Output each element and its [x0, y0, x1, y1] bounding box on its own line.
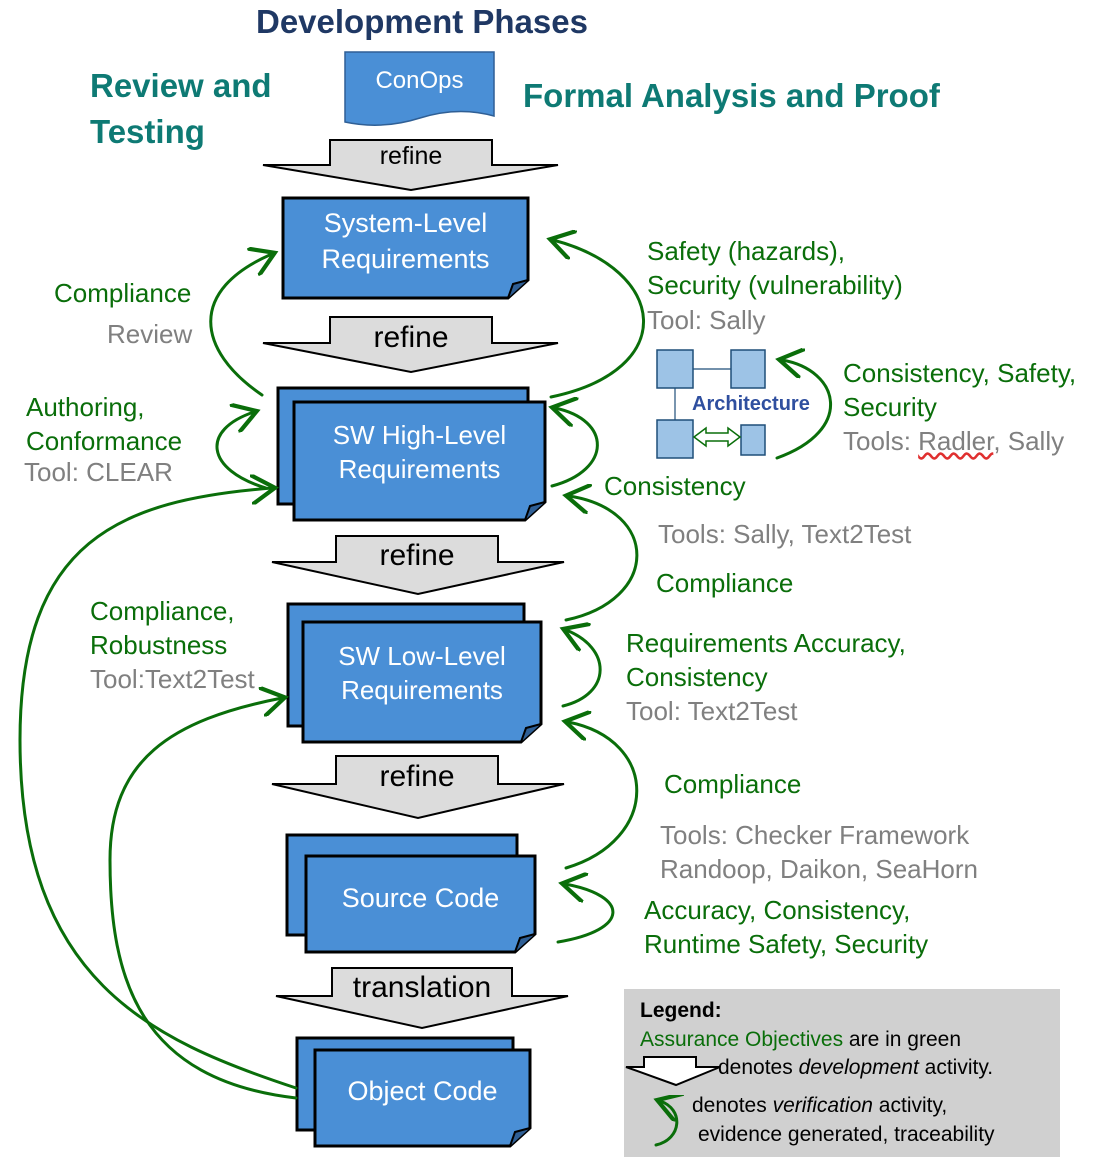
architecture-objective-2: Security: [843, 392, 937, 422]
accuracy-llr-objective-2: Consistency: [626, 662, 768, 692]
translation-arrow: [275, 967, 569, 1030]
architecture-objective-1: Consistency, Safety,: [843, 358, 1077, 388]
radler-tool-name: Radler: [918, 426, 994, 456]
architecture-label: Architecture: [692, 393, 810, 415]
legend-development-arrow-icon: [625, 1056, 721, 1087]
architecture-tool: Tools: Radler, Sally: [843, 424, 1064, 458]
architecture-tool-prefix: Tools:: [843, 426, 919, 456]
legend-line-verification: denotes verification activity,: [692, 1093, 947, 1119]
accuracy-llr-objective-1: Requirements Accuracy,: [626, 628, 906, 658]
robustness-objective-1: Compliance,: [90, 596, 235, 626]
refine-arrow-3: [271, 535, 565, 596]
authoring-arrow: [215, 412, 268, 490]
legend-ver-pre: denotes: [692, 1094, 773, 1117]
legend-ver-post: activity,: [872, 1094, 948, 1117]
consistency-hlr-arrow: [552, 408, 599, 488]
legend-line-evidence: evidence generated, traceability: [698, 1123, 995, 1146]
architecture-tool-rest: , Sally: [993, 426, 1065, 456]
compliance-hlr-arrow: [566, 496, 639, 622]
legend-objectives-rest: are in green: [843, 1028, 962, 1051]
left-header-line2: Testing: [90, 113, 205, 150]
right-header: Formal Analysis and Proof: [523, 77, 940, 114]
authoring-objective-2: Conformance: [26, 426, 183, 456]
legend-dev-pre: denotes: [718, 1056, 799, 1079]
hlr-label-1: SW High-Level: [332, 420, 507, 450]
consistency-hlr-objective: Consistency: [604, 471, 746, 501]
system-requirements-label-1: System-Level: [323, 208, 488, 238]
refine-label-1: refine: [379, 142, 443, 170]
compliance-review-objective: Compliance: [54, 278, 192, 308]
translation-label: translation: [352, 971, 492, 1004]
compliance-hlr-tool: Tools: Sally, Text2Test: [658, 519, 912, 549]
refine-label-2: refine: [373, 321, 449, 354]
system-requirements-label-2: Requirements: [321, 244, 490, 274]
legend-verification-arrow-icon: [646, 1095, 696, 1147]
hlr-box: [276, 386, 547, 522]
source-verification-objective-1: Accuracy, Consistency,: [644, 895, 911, 925]
compliance-llr-tool-1: Tools: Checker Framework: [660, 820, 970, 850]
compliance-review-arrow: [209, 254, 272, 397]
llr-label-2: Requirements: [341, 675, 503, 705]
legend-box: Legend: Assurance Objectives are in gree…: [624, 989, 1060, 1157]
compliance-hlr-objective: Compliance: [656, 568, 794, 598]
accuracy-llr-arrow: [563, 630, 602, 708]
source-code-box: [285, 833, 537, 954]
left-header-line1: Review and: [90, 67, 272, 104]
legend-title: Legend:: [640, 999, 722, 1022]
safety-arrow: [551, 240, 645, 399]
legend-line-objectives: Assurance Objectives are in green: [640, 1027, 961, 1053]
safety-objective-1: Safety (hazards),: [647, 236, 845, 266]
refine-arrow-4: [271, 755, 565, 820]
refine-arrow-2: [262, 316, 559, 374]
refine-label-3: refine: [379, 539, 455, 572]
hlr-label-2: Requirements: [338, 454, 501, 484]
object-to-hlr-arrow: [18, 488, 298, 1090]
legend-objectives-green: Assurance Objectives: [640, 1028, 844, 1051]
compliance-review-tool: Review: [107, 319, 193, 349]
legend-line-development: denotes development activity.: [718, 1055, 993, 1081]
system-requirements-box: [281, 196, 530, 300]
accuracy-llr-tool: Tool: Text2Test: [626, 696, 798, 726]
llr-box: [286, 602, 543, 744]
authoring-objective-1: Authoring,: [26, 392, 145, 422]
source-verification-objective-2: Runtime Safety, Security: [644, 929, 929, 959]
architecture-diagram: [656, 349, 766, 459]
compliance-llr-arrow: [566, 722, 639, 870]
conops-document: [344, 51, 495, 126]
refine-arrow-1: [262, 139, 559, 192]
robustness-tool: Tool:Text2Test: [90, 664, 255, 694]
legend-dev-em: development: [798, 1056, 919, 1079]
authoring-tool: Tool: CLEAR: [24, 457, 173, 487]
safety-objective-2: Security (vulnerability): [647, 270, 903, 300]
source-code-label: Source Code: [341, 883, 500, 913]
conops-label: ConOps: [375, 67, 464, 94]
page-title: Development Phases: [256, 3, 588, 40]
safety-tool: Tool: Sally: [647, 305, 766, 335]
compliance-llr-objective: Compliance: [664, 769, 802, 799]
object-to-llr-arrow: [108, 698, 298, 1100]
llr-label-1: SW Low-Level: [338, 641, 506, 671]
object-code-label: Object Code: [347, 1076, 498, 1106]
legend-dev-post: activity.: [918, 1056, 994, 1079]
source-verification-arrow: [556, 884, 615, 944]
legend-ver-em: verification: [772, 1094, 873, 1117]
robustness-objective-2: Robustness: [90, 630, 228, 660]
object-code-box: [295, 1036, 532, 1148]
refine-label-4: refine: [379, 760, 455, 793]
architecture-arrow: [777, 360, 833, 460]
compliance-llr-tool-2: Randoop, Daikon, SeaHorn: [660, 854, 978, 884]
